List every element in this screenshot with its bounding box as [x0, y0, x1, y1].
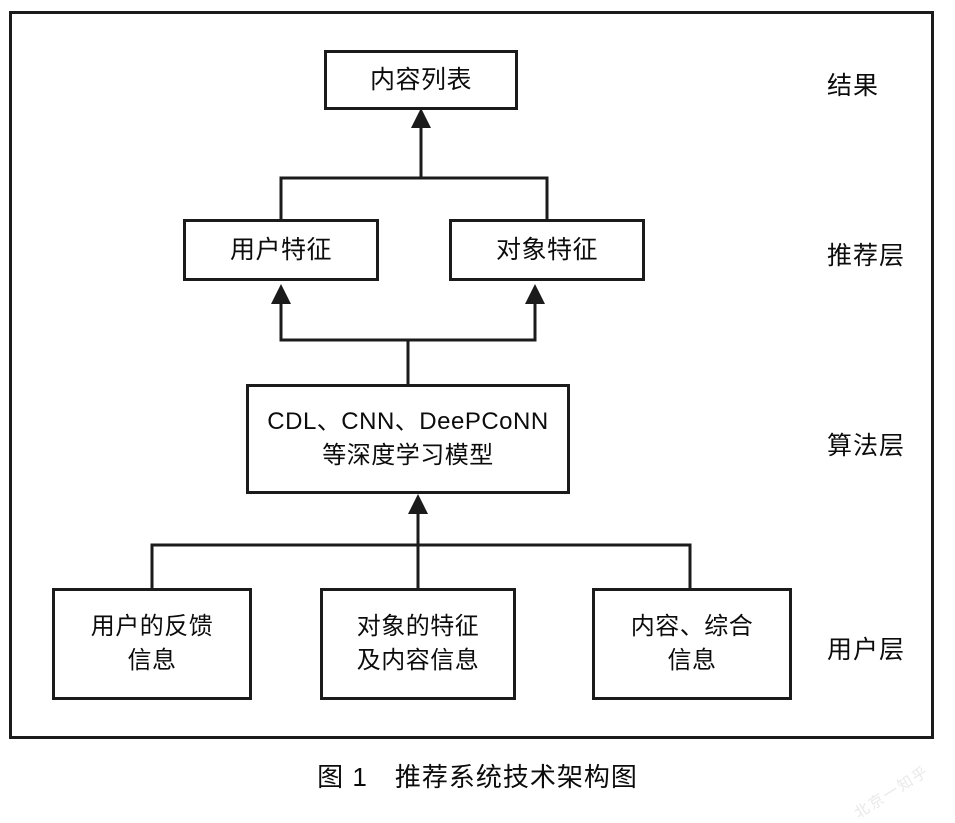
node-user-feedback-info-label: 用户的反馈 信息	[90, 613, 214, 674]
node-object-feature-content-info: 对象的特征 及内容信息	[320, 588, 516, 700]
layer-label-algorithm: 算法层	[827, 432, 906, 460]
node-content-comprehensive-info: 内容、综合 信息	[592, 588, 792, 700]
layer-label-recommendation: 推荐层	[827, 242, 906, 270]
node-content-comprehensive-info-label: 内容、综合 信息	[630, 613, 754, 674]
layer-label-user: 用户层	[827, 636, 906, 664]
figure-caption: 图 1 推荐系统技术架构图	[317, 762, 638, 792]
layer-label-result: 结果	[827, 72, 880, 100]
node-content-list-label: 内容列表	[369, 66, 472, 94]
figure-root: 内容列表 用户特征 对象特征 CDL、CNN、DeePCoNN 等深度学习模型 …	[9, 11, 934, 822]
node-object-feature-label: 对象特征	[495, 236, 598, 264]
node-content-list: 内容列表	[324, 50, 518, 110]
node-deep-learning-models-label: CDL、CNN、DeePCoNN 等深度学习模型	[267, 407, 549, 469]
node-object-feature: 对象特征	[449, 219, 645, 281]
node-deep-learning-models: CDL、CNN、DeePCoNN 等深度学习模型	[246, 384, 570, 494]
node-user-feature-label: 用户特征	[229, 236, 332, 264]
node-object-feature-content-info-label: 对象的特征 及内容信息	[356, 613, 480, 674]
node-user-feature: 用户特征	[183, 219, 379, 281]
node-user-feedback-info: 用户的反馈 信息	[52, 588, 252, 700]
